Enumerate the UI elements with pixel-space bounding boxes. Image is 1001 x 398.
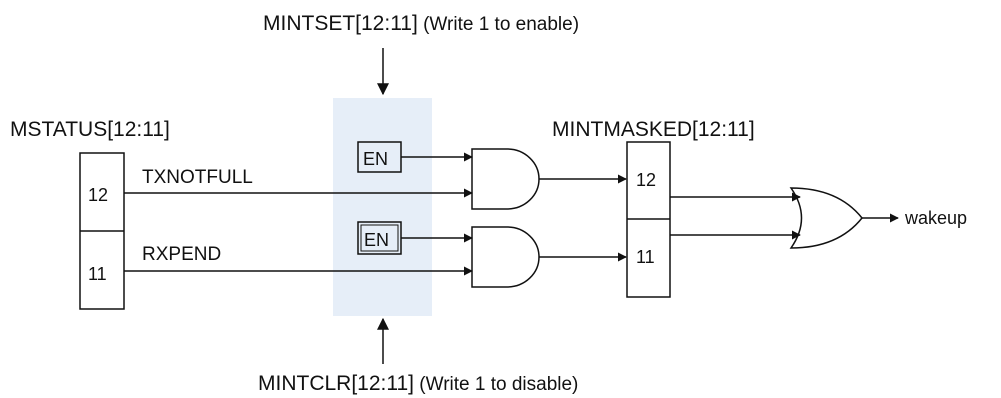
or-gate <box>789 187 863 249</box>
and-gate-11 <box>471 226 540 288</box>
and-gate-12 <box>471 148 540 210</box>
enable-box-11-inner <box>360 224 399 252</box>
enable-label-12: EN <box>363 149 388 169</box>
mstatus-bit-11: 11 <box>88 264 107 284</box>
mintmasked-bit-12: 12 <box>636 170 656 190</box>
mintmasked-title: MINTMASKED[12:11] <box>552 118 755 141</box>
mstatus-title: MSTATUS[12:11] <box>10 118 170 141</box>
mintmasked-bit-11: 11 <box>636 247 655 267</box>
enable-region <box>333 98 432 316</box>
mstatus-bit-12: 12 <box>88 185 108 205</box>
mintclr-label: MINTCLR[12:11] (Write 1 to disable) <box>258 372 578 395</box>
rxpend-label: RXPEND <box>142 244 221 265</box>
wakeup-label: wakeup <box>904 208 967 228</box>
enable-label-11: EN <box>364 230 389 250</box>
mintset-label: MINTSET[12:11] (Write 1 to enable) <box>263 12 579 35</box>
txnotfull-label: TXNOTFULL <box>142 167 253 188</box>
